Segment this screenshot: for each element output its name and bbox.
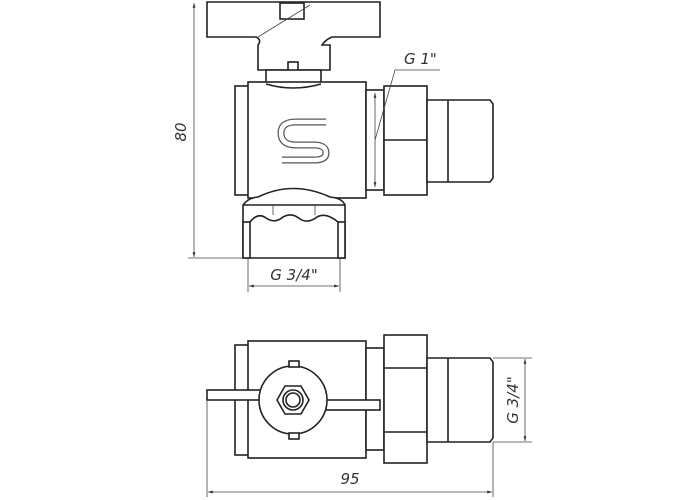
valve-body bbox=[247, 81, 367, 199]
height-dimension: 80 bbox=[172, 122, 190, 141]
bottom-thread-label: G 3/4" bbox=[270, 266, 317, 284]
top-view: 95 G 3/4" bbox=[206, 334, 532, 497]
length-dimension: 95 bbox=[340, 470, 359, 488]
male-thread bbox=[426, 99, 494, 183]
body-end-cap bbox=[234, 85, 250, 196]
outlet-thread-label: G 1" bbox=[404, 50, 437, 68]
lever-left bbox=[206, 389, 268, 401]
handle-screw bbox=[279, 2, 305, 20]
front-view: 80 G 3/4" G 1" bbox=[172, 1, 494, 292]
side-thread-label: G 3/4" bbox=[504, 376, 522, 423]
bottom-nut bbox=[242, 187, 346, 259]
lever-right bbox=[319, 399, 381, 411]
brand-logo bbox=[277, 118, 330, 164]
butterfly-handle bbox=[206, 1, 381, 71]
